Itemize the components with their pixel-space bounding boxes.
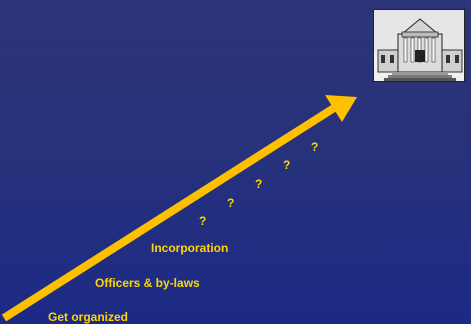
- unknown-step-1: ?: [199, 214, 207, 228]
- step-label-get-organized: Get organized: [48, 310, 129, 324]
- unknown-step-2: ?: [227, 196, 235, 210]
- unknown-step-3: ?: [255, 177, 263, 191]
- unknown-step-4: ?: [283, 158, 291, 172]
- step-label-incorporation: Incorporation: [151, 241, 229, 255]
- unknown-step-5: ?: [311, 140, 319, 154]
- step-label-officers-bylaws: Officers & by-laws: [95, 276, 200, 290]
- capitol-building-icon: [373, 9, 465, 82]
